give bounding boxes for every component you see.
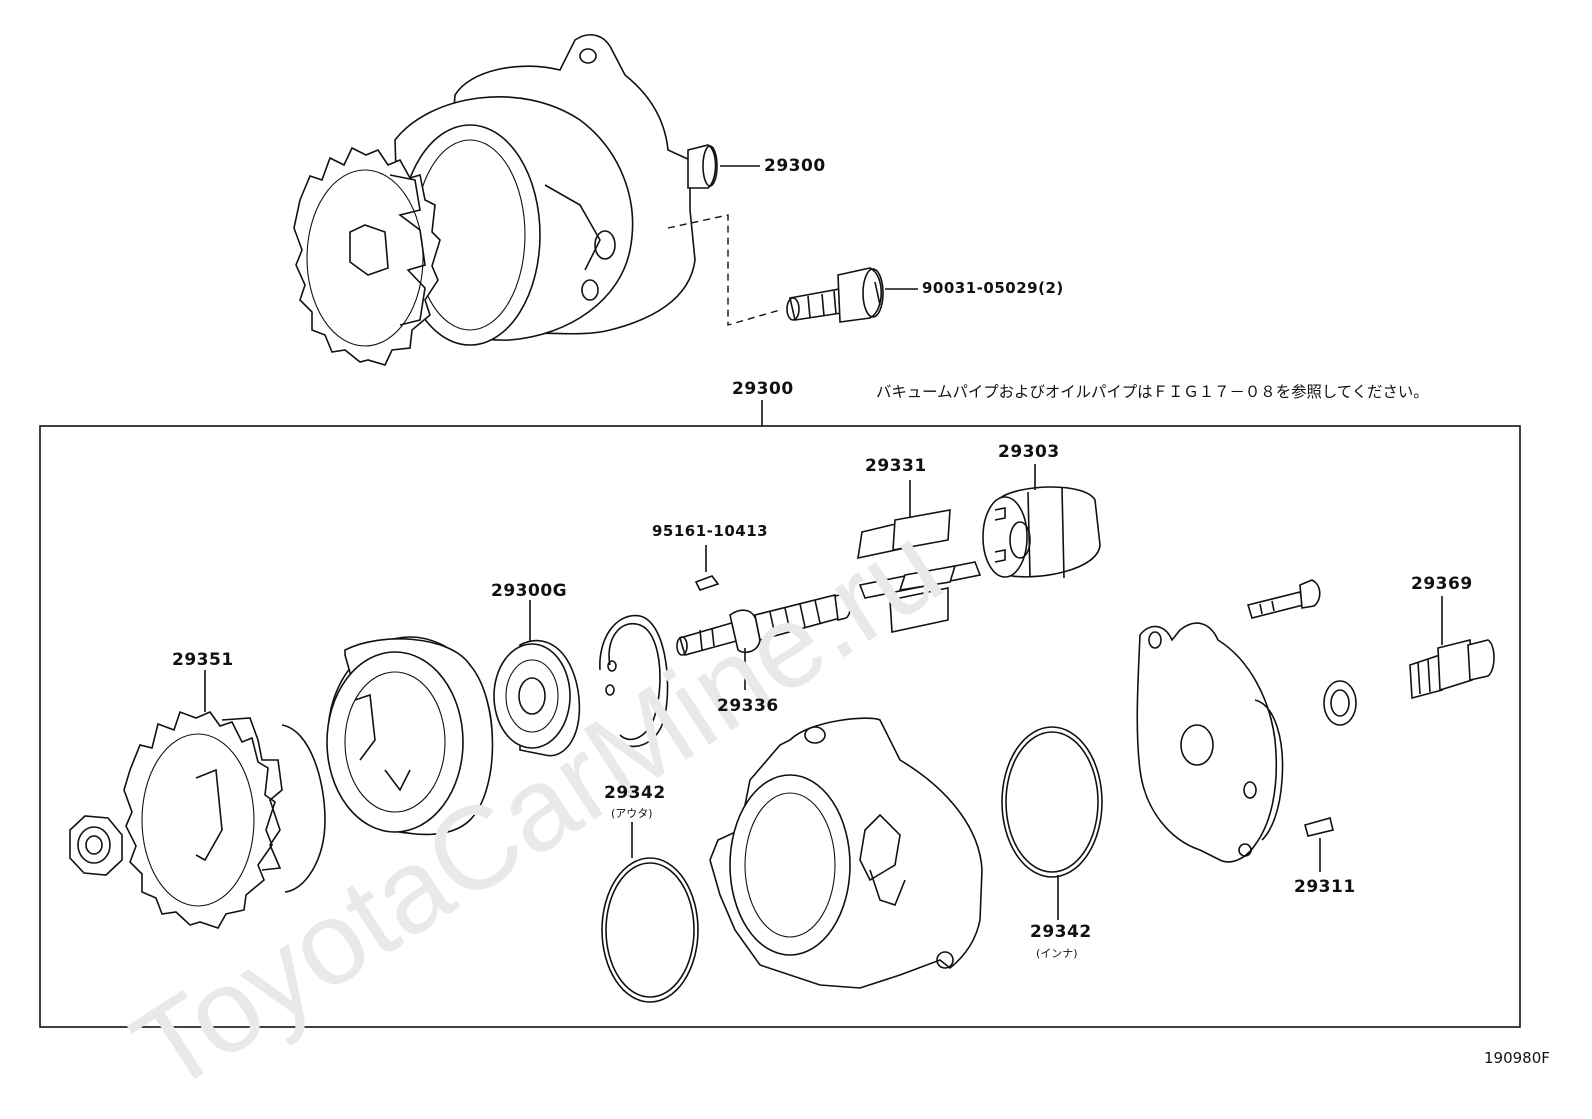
label-29342-outer-sub: (アウタ) [611,807,653,820]
pin-drawing [1304,817,1334,837]
rotor-drawing [982,486,1101,579]
flange-nut-drawing [69,815,123,876]
exploded-view-box [39,425,1521,1028]
label-29303[interactable]: 29303 [998,442,1060,462]
label-29300-box[interactable]: 29300 [732,379,794,399]
label-29342-inner[interactable]: 29342 [1030,922,1092,942]
vanes-drawing [857,509,982,633]
label-29342-inner-sub: (インナ) [1036,947,1078,960]
woodruff-key-drawing [694,575,720,591]
pump-body-drawing [709,717,983,989]
label-29300G[interactable]: 29300G [491,581,568,601]
label-29300-top[interactable]: 29300 [764,156,826,176]
label-29311[interactable]: 29311 [1294,877,1356,897]
casing-drawing [326,636,494,836]
vacuum-pump-assembly-drawing [293,34,884,366]
label-90031-05029[interactable]: 90031-05029(2) [922,279,1064,297]
bearing-drawing [493,639,581,757]
inner-o-ring-drawing [1001,726,1103,878]
label-29336[interactable]: 29336 [717,696,779,716]
label-95161-10413[interactable]: 95161-10413 [652,522,769,540]
label-29331[interactable]: 29331 [865,456,927,476]
drive-gear-drawing [123,710,326,929]
cover-bolt-drawing [1246,579,1321,619]
washer-drawing [1323,680,1357,726]
label-29351[interactable]: 29351 [172,650,234,670]
label-29342-outer[interactable]: 29342 [604,783,666,803]
check-valve-drawing [1409,638,1495,700]
figure-code: 190980F [1484,1049,1550,1067]
reference-note: バキュームパイプおよびオイルパイプはＦＩＧ１７－０８を参照してください。 [876,383,1429,401]
rotor-shaft-drawing [676,593,852,656]
snap-ring-drawing [599,614,669,748]
label-29369[interactable]: 29369 [1411,574,1473,594]
outer-o-ring-drawing [601,857,699,1003]
end-cover-drawing [1136,622,1284,863]
